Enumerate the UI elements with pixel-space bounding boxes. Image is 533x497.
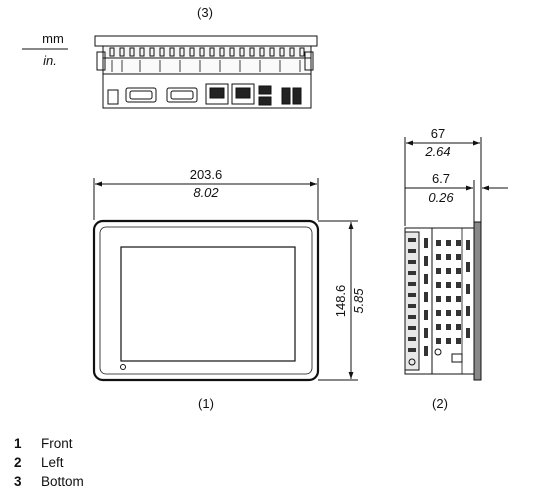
left-view-label: (2) <box>432 396 448 411</box>
left-view <box>404 221 482 381</box>
side-depth-in: 2.64 <box>424 144 450 159</box>
legend-item: 3 Bottom <box>14 472 84 491</box>
legend-item: 2 Left <box>14 453 84 472</box>
legend-number: 3 <box>14 474 22 489</box>
front-width-in: 8.02 <box>193 185 219 200</box>
serial-port-2 <box>166 87 198 103</box>
front-view-label: (1) <box>198 396 214 411</box>
legend-text: Bottom <box>41 474 84 489</box>
bezel-depth-mm: 6.7 <box>432 171 450 186</box>
bezel-depth-in: 0.26 <box>428 190 454 205</box>
legend-number: 1 <box>14 436 22 451</box>
ethernet-port-1 <box>205 83 229 105</box>
side-bezel <box>473 221 482 381</box>
legend-text: Left <box>41 455 64 470</box>
bottom-view <box>94 35 318 109</box>
side-vent-slots <box>408 238 470 356</box>
front-width-mm: 203.6 <box>190 167 223 182</box>
bottom-vent-slots <box>109 47 305 57</box>
units-mm: mm <box>42 31 64 46</box>
legend-number: 2 <box>14 455 22 470</box>
display-screen <box>120 246 296 362</box>
legend-text: Front <box>41 436 73 451</box>
units-in: in. <box>43 53 57 68</box>
front-view <box>92 219 320 382</box>
front-height-mm: 148.6 <box>333 285 348 318</box>
view-legend: 1 Front 2 Left 3 Bottom <box>14 434 84 491</box>
legend-item: 1 Front <box>14 434 84 453</box>
side-depth-mm: 67 <box>431 126 445 141</box>
ethernet-port-2 <box>231 83 255 105</box>
front-height-in: 5.85 <box>351 288 366 314</box>
status-led <box>120 364 126 370</box>
bottom-view-label: (3) <box>197 5 213 20</box>
usb-ports <box>258 85 272 106</box>
serial-port-1 <box>125 87 157 103</box>
